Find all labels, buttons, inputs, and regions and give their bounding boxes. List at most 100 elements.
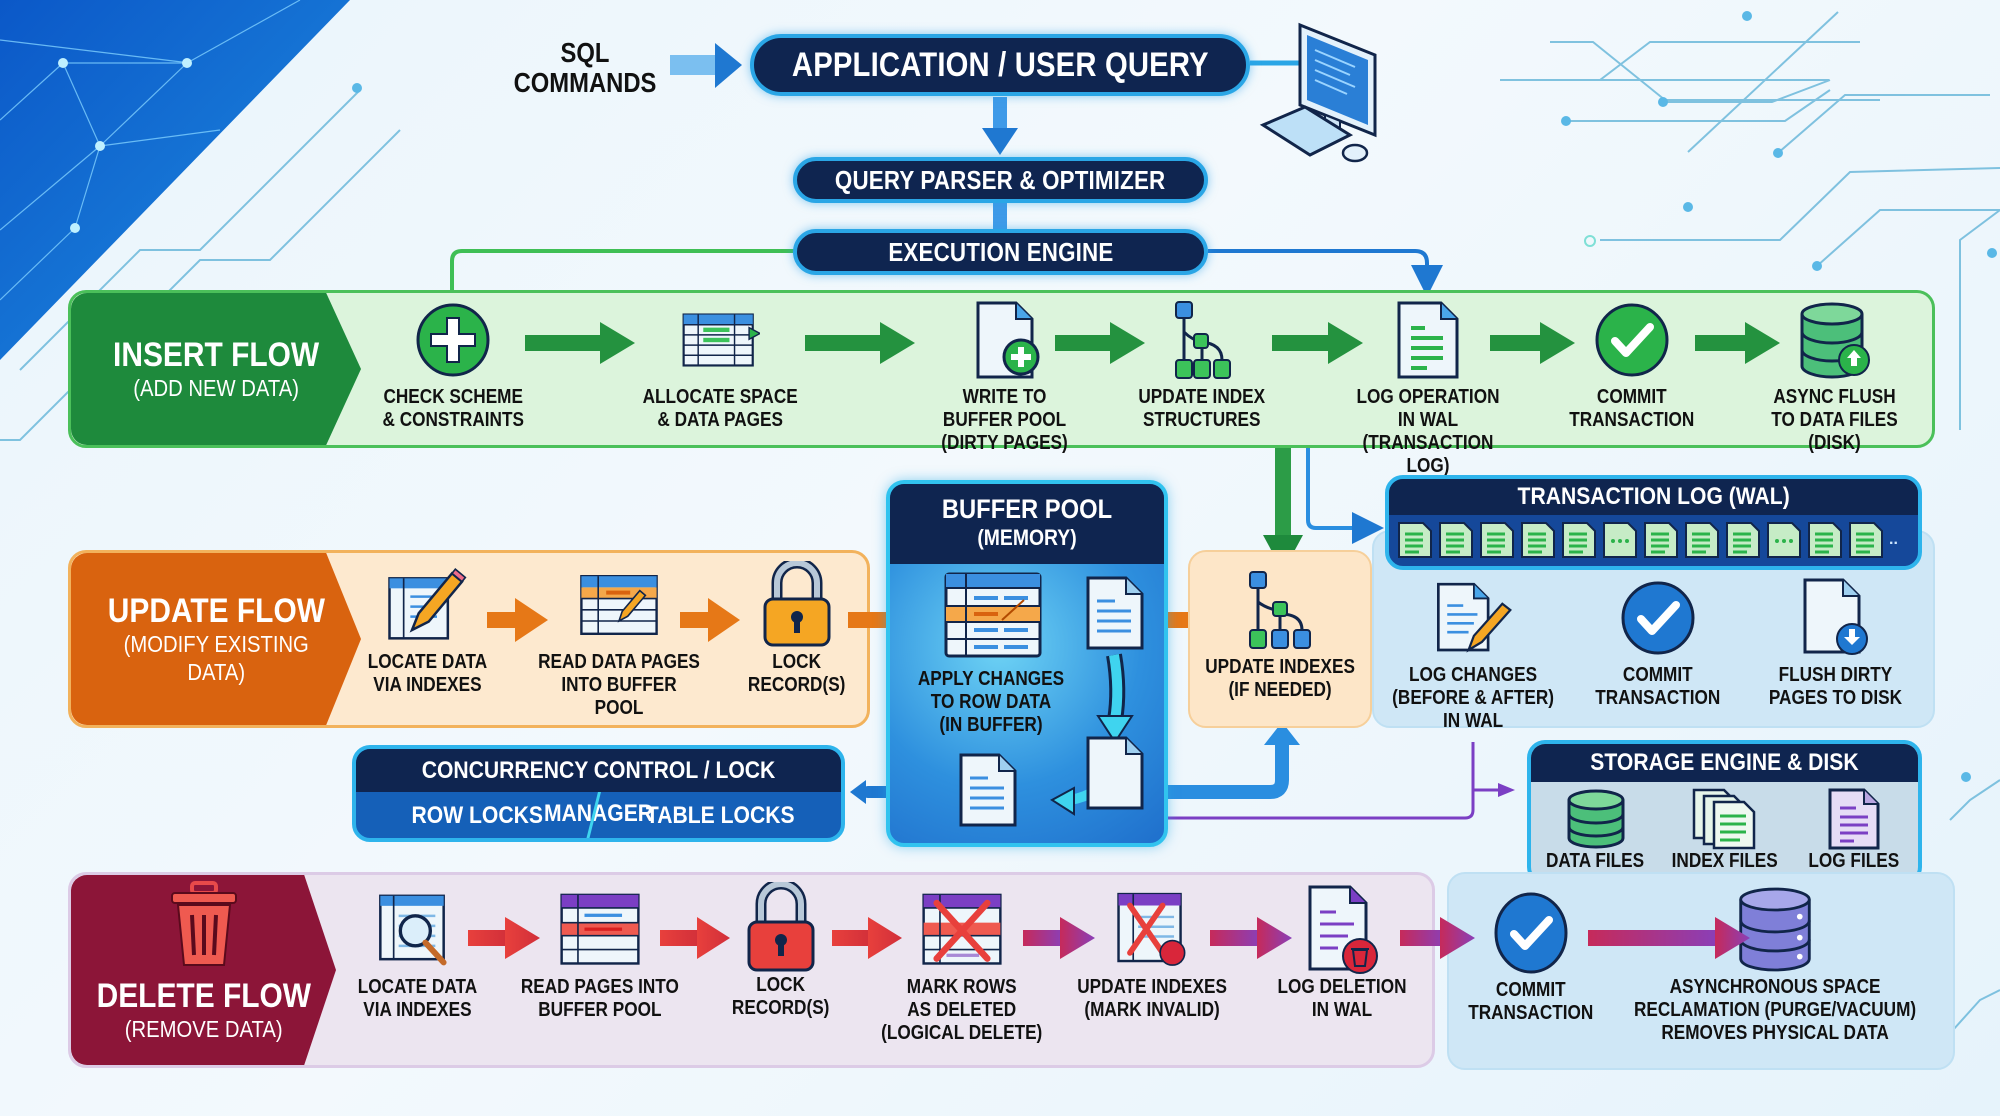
buffer-page-icon-blank	[1085, 735, 1145, 816]
log-file-icon	[1828, 788, 1879, 850]
update-flow-subtitle: (MODIFY EXISTING DATA)	[123, 631, 309, 685]
storage-engine-box[interactable]: STORAGE ENGINE & DISK DATA FILES INDEX F…	[1527, 740, 1922, 885]
check-circle-icon	[1618, 578, 1698, 658]
app-to-parser-head	[982, 128, 1018, 155]
wal-page-icon	[1808, 522, 1842, 558]
database-icon	[1567, 789, 1624, 849]
concurrency-title: CONCURRENCY CONTROL / LOCK MANAGER	[421, 757, 776, 827]
index-files-icon	[1692, 788, 1755, 850]
table-page-icon	[680, 300, 760, 380]
update-step-label: LOCK RECORD(S)	[748, 651, 846, 696]
wal-header: TRANSACTION LOG (WAL)	[1389, 479, 1918, 515]
update-step-label: LOCATE DATA VIA INDEXES	[367, 651, 487, 696]
wal-page-icon	[1521, 522, 1555, 558]
storage-item-log-files[interactable]: LOG FILES	[1794, 788, 1914, 873]
delete-flow-label: DELETE FLOW (REMOVE DATA)	[71, 875, 336, 1065]
wal-trailing-ellipsis: ..	[1889, 531, 1898, 548]
delete-step-label: LOCATE DATA VIA INDEXES	[357, 976, 477, 1021]
delete-step-log-deletion[interactable]: LOG DELETION IN WAL	[1247, 885, 1437, 1022]
update-step-commit[interactable]: COMMIT TRANSACTION	[1563, 578, 1753, 710]
row-locks[interactable]: ROW LOCKS	[411, 802, 543, 829]
buffer-page-icon-top	[1085, 575, 1145, 656]
insert-step-update-index[interactable]: UPDATE INDEX STRUCTURES	[1107, 300, 1297, 432]
sql-commands-label: SQL COMMANDS	[513, 37, 657, 98]
document-pencil-icon	[1433, 578, 1513, 658]
update-step-flush[interactable]: FLUSH DIRTY PAGES TO DISK	[1740, 578, 1930, 710]
database-upload-icon	[1795, 300, 1875, 380]
application-user-query-label: APPLICATION / USER QUERY	[791, 45, 1209, 84]
delete-step-label: LOG DELETION IN WAL	[1277, 976, 1407, 1021]
lock-divider	[586, 792, 601, 838]
update-indexes-label: UPDATE INDEXES (IF NEEDED)	[1205, 656, 1355, 701]
delete-step-locate[interactable]: LOCATE DATA VIA INDEXES	[322, 890, 512, 1022]
lock-icon	[741, 882, 821, 972]
transaction-log-wal-box[interactable]: TRANSACTION LOG (WAL) ..	[1385, 475, 1922, 570]
check-circle-icon	[1592, 300, 1672, 380]
log-trash-icon	[1302, 885, 1382, 974]
query-parser-optimizer-box[interactable]: QUERY PARSER & OPTIMIZER	[793, 157, 1208, 203]
document-download-icon	[1795, 578, 1875, 658]
update-step-log-changes[interactable]: LOG CHANGES (BEFORE & AFTER) IN WAL	[1378, 578, 1568, 733]
parser-to-engine-line	[993, 202, 1007, 232]
insert-to-update-index-shaft	[1275, 448, 1291, 540]
insert-step-label: ASYNC FLUSH TO DATA FILES (DISK)	[1771, 386, 1899, 454]
insert-step-check-constraints[interactable]: CHECK SCHEME & CONSTRAINTS	[358, 300, 548, 432]
delete-step-read-pages[interactable]: READ PAGES INTO BUFFER POOL	[505, 890, 695, 1022]
application-user-query-box[interactable]: APPLICATION / USER QUERY	[750, 34, 1250, 96]
insert-step-label: UPDATE INDEX STRUCTURES	[1138, 386, 1266, 431]
table-locks[interactable]: TABLE LOCKS	[645, 802, 795, 829]
update-step-lock[interactable]: LOCK RECORD(S)	[702, 561, 892, 697]
log-document-icon	[1388, 300, 1468, 380]
buffer-page-icon-bottom	[958, 752, 1018, 833]
insert-step-async-flush[interactable]: ASYNC FLUSH TO DATA FILES (DISK)	[1740, 300, 1930, 455]
wal-page-icon	[1398, 522, 1432, 558]
buffer-update-index-link	[1150, 742, 1289, 799]
execution-engine-box[interactable]: EXECUTION ENGINE	[793, 229, 1208, 275]
check-circle-icon	[1491, 892, 1571, 974]
wal-page-icon	[1562, 522, 1596, 558]
update-step-read-pages[interactable]: READ DATA PAGES INTO BUFFER POOL	[524, 565, 714, 720]
trash-icon	[170, 881, 237, 966]
engine-to-insert-line	[450, 249, 795, 290]
storage-item-label: DATA FILES	[1546, 850, 1645, 872]
buffer-step-label: APPLY CHANGES TO ROW DATA (IN BUFFER)	[917, 668, 1065, 736]
buffer-pool-header: BUFFER POOL (MEMORY)	[890, 484, 1164, 564]
wal-page-icon	[1726, 522, 1760, 558]
insert-step-log-wal[interactable]: LOG OPERATION IN WAL (TRANSACTION LOG)	[1333, 300, 1523, 478]
delete-step-commit[interactable]: COMMIT TRANSACTION	[1436, 892, 1626, 1025]
table-pencil-icon	[387, 565, 467, 645]
delete-step-space-reclamation[interactable]: ASYNCHRONOUS SPACE RECLAMATION (PURGE/VA…	[1605, 887, 1945, 1045]
insert-step-commit[interactable]: COMMIT TRANSACTION	[1537, 300, 1727, 432]
buffer-pool-subtitle: (MEMORY)	[977, 525, 1077, 550]
wal-pages: ..	[1389, 515, 1918, 565]
update-step-label: COMMIT TRANSACTION	[1595, 664, 1721, 709]
storage-item-data-files[interactable]: DATA FILES	[1536, 788, 1656, 873]
wal-page-icon	[1849, 522, 1883, 558]
delete-step-lock[interactable]: LOCK RECORD(S)	[686, 882, 876, 1020]
buffer-to-concurrency-head	[850, 780, 866, 804]
update-indexes-step: UPDATE INDEXES (IF NEEDED)	[1185, 570, 1375, 702]
query-parser-label: QUERY PARSER & OPTIMIZER	[835, 164, 1166, 195]
concurrency-control-box[interactable]: CONCURRENCY CONTROL / LOCK MANAGER ROW L…	[352, 745, 845, 842]
index-x-icon	[1112, 890, 1192, 970]
delete-step-mark-rows[interactable]: MARK ROWS AS DELETED (LOGICAL DELETE)	[867, 890, 1057, 1045]
delete-flow-subtitle: (REMOVE DATA)	[124, 1016, 283, 1042]
storage-item-label: LOG FILES	[1808, 850, 1899, 872]
computer-icon	[1255, 15, 1385, 165]
delete-step-label: READ PAGES INTO BUFFER POOL	[520, 976, 679, 1021]
delete-step-update-indexes[interactable]: UPDATE INDEXES (MARK INVALID)	[1057, 890, 1247, 1022]
update-step-locate-data[interactable]: LOCATE DATA VIA INDEXES	[332, 565, 522, 697]
insert-step-write-buffer[interactable]: WRITE TO BUFFER POOL (DIRTY PAGES)	[910, 300, 1100, 455]
insert-flow-subtitle: (ADD NEW DATA)	[133, 375, 299, 401]
document-plus-icon	[965, 300, 1045, 380]
storage-item-index-files[interactable]: INDEX FILES	[1665, 788, 1785, 873]
buffer-pool-title: BUFFER POOL	[941, 494, 1113, 524]
table-edit-icon	[579, 565, 659, 645]
delete-step-label: UPDATE INDEXES (MARK INVALID)	[1077, 976, 1227, 1021]
storage-item-label: INDEX FILES	[1671, 850, 1778, 872]
wal-page-ellipsis-icon	[1767, 522, 1801, 558]
insert-step-allocate-space[interactable]: ALLOCATE SPACE & DATA PAGES	[625, 300, 815, 432]
table-x-icon	[922, 890, 1002, 970]
table-search-icon	[377, 890, 457, 970]
index-tree-icon	[1240, 570, 1320, 650]
